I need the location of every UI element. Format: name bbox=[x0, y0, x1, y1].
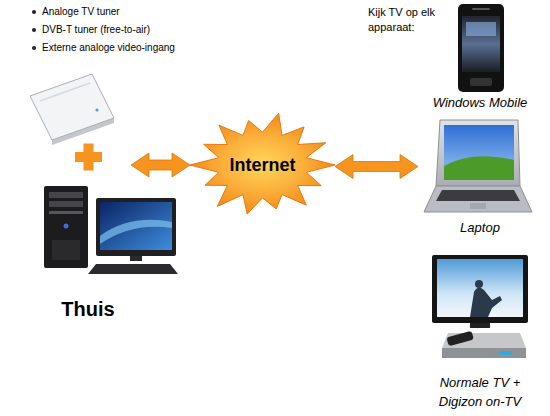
internet-burst: Internet bbox=[190, 112, 335, 218]
monitor-frame bbox=[96, 198, 176, 256]
phone-screen bbox=[462, 16, 500, 72]
feature-item: Analoge TV tuner bbox=[42, 6, 242, 18]
node-label: Internet bbox=[229, 154, 295, 176]
pc-tower bbox=[44, 186, 88, 268]
laptop-screen bbox=[444, 125, 514, 180]
tv-stand bbox=[470, 323, 490, 328]
bullet-dot bbox=[32, 28, 36, 32]
drive-bay bbox=[49, 201, 83, 207]
phone-widget bbox=[466, 22, 496, 36]
plus-bar bbox=[84, 144, 94, 171]
heading-note: Kijk TV op elk apparaat: bbox=[368, 5, 454, 35]
bullet-dot bbox=[32, 10, 36, 14]
node-label: Thuis bbox=[61, 297, 114, 321]
tuner-top bbox=[30, 74, 114, 140]
phone-speaker bbox=[472, 8, 490, 10]
television-set bbox=[432, 255, 528, 358]
power-button bbox=[64, 224, 69, 229]
home-node: Thuis bbox=[45, 70, 131, 325]
settop-display bbox=[500, 351, 512, 355]
feature-item: DVB-T tuner (free-to-air) bbox=[42, 24, 242, 36]
tuner-led bbox=[95, 108, 98, 111]
tv-figure bbox=[470, 287, 502, 317]
laptop-base bbox=[424, 186, 532, 212]
bullet-dot bbox=[32, 46, 36, 50]
touchpad bbox=[470, 203, 486, 209]
phone-body bbox=[458, 4, 504, 92]
laptop-lid bbox=[436, 120, 520, 186]
phone-buttons bbox=[470, 78, 492, 86]
node-label: Laptop bbox=[460, 220, 500, 236]
monitor-screen bbox=[100, 202, 172, 250]
double-arrow bbox=[335, 155, 418, 179]
remote-control bbox=[446, 331, 473, 346]
tower-vent bbox=[52, 240, 80, 260]
screen-swoosh bbox=[100, 220, 172, 244]
device-caption: Windows Mobile bbox=[418, 95, 542, 111]
plus-sign bbox=[75, 144, 102, 171]
tuner-groove bbox=[40, 83, 90, 101]
feature-item: Externe analoge video-ingang bbox=[42, 42, 242, 54]
double-arrow bbox=[131, 153, 190, 177]
device-node: Laptop bbox=[418, 115, 542, 240]
screen-hill bbox=[444, 156, 514, 180]
desktop-pc bbox=[44, 186, 178, 274]
tv-frame bbox=[432, 255, 528, 323]
laptop bbox=[424, 120, 532, 212]
device-caption: Normale TV + Digizon on-TV bbox=[430, 373, 530, 411]
laptop-keyboard bbox=[436, 190, 520, 201]
settop-box-front bbox=[442, 348, 526, 358]
drive-bay bbox=[49, 211, 83, 214]
tuner-device bbox=[30, 74, 114, 145]
tv-figure-head bbox=[475, 280, 483, 288]
windows-mobile-phone bbox=[458, 4, 504, 92]
keyboard bbox=[88, 264, 178, 274]
drive-bay bbox=[49, 192, 83, 198]
starburst-outline bbox=[190, 113, 335, 214]
monitor-stand bbox=[130, 256, 142, 261]
tv-screen bbox=[437, 259, 523, 317]
